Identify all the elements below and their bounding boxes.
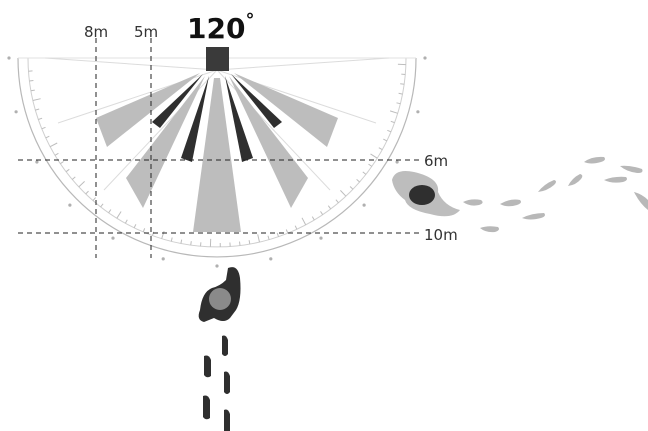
angle-value: 120: [187, 12, 245, 45]
arc-dot: [35, 160, 39, 164]
footprints-right: [463, 156, 648, 233]
arc-tick: [180, 239, 183, 244]
arc-tick: [400, 83, 405, 85]
arc-tick: [396, 102, 401, 105]
arc-tick: [92, 197, 96, 201]
arc-tick: [41, 126, 46, 130]
arc-tick: [45, 135, 50, 139]
arc-tick: [133, 224, 137, 229]
beam-dark-left-outer: [152, 74, 203, 128]
arc-tick: [311, 216, 315, 221]
arc-ticks: [28, 63, 406, 248]
arc-dot: [395, 160, 399, 164]
motion-sensor-icon: [206, 47, 229, 71]
arc-dot: [362, 203, 366, 207]
arc-tick: [49, 142, 58, 148]
arc-tick: [257, 234, 260, 243]
arc-tick: [35, 108, 40, 111]
arc-dot: [14, 110, 18, 114]
label-5m: 5m: [134, 23, 158, 41]
arc-tick: [116, 211, 122, 219]
arc-tick: [108, 209, 112, 214]
arc-tick: [327, 205, 332, 210]
arc-tick: [383, 138, 388, 142]
arc-tick: [378, 147, 383, 151]
arc-tick: [267, 235, 270, 240]
arc-tick: [320, 211, 324, 215]
detection-beams: [96, 73, 338, 232]
arc-dot: [269, 257, 273, 261]
arc-tick: [54, 152, 59, 156]
label-8m: 8m: [84, 23, 108, 41]
arc-dot: [319, 236, 323, 240]
arc-dot: [423, 56, 427, 60]
arc-tick: [65, 168, 70, 173]
beam-outer-right: [234, 73, 338, 147]
arc-tick: [239, 241, 241, 246]
arc-dots: [7, 56, 427, 268]
arc-tick: [349, 186, 354, 190]
arc-tick: [170, 237, 173, 242]
arc-tick: [285, 229, 289, 234]
arc-tick: [335, 199, 339, 204]
walker-right: [392, 156, 648, 233]
arc-tick: [78, 181, 85, 188]
arc-tick: [398, 92, 403, 95]
beam-dark-right-inner: [225, 76, 253, 162]
arc-tick: [390, 120, 395, 124]
person-topdown-icon: [209, 288, 231, 310]
arc-tick: [276, 232, 279, 237]
beam-mid-right: [229, 76, 308, 208]
distance-guides: [18, 38, 422, 258]
arc-tick: [356, 179, 360, 183]
arc-tick: [85, 190, 89, 195]
arc-tick: [190, 241, 192, 246]
arc-dot: [416, 110, 420, 114]
arc-tick: [370, 153, 378, 159]
arc-tick: [301, 217, 307, 226]
label-6m: 6m: [424, 152, 448, 170]
arc-tick: [362, 171, 367, 175]
arc-tick: [38, 117, 43, 120]
beam-dark-left-inner: [181, 76, 209, 162]
arc-tick: [294, 225, 298, 230]
arc-tick: [368, 163, 373, 167]
arc-dot: [68, 203, 72, 207]
arc-dot: [215, 264, 219, 268]
arc-dot: [7, 56, 11, 60]
arc-tick: [387, 129, 392, 133]
footprints-bottom: [203, 335, 230, 431]
inner-arc: [27, 57, 407, 248]
outer-arc: [17, 57, 417, 258]
arc-tick: [151, 231, 155, 236]
arc-dot: [111, 236, 115, 240]
arc-tick: [124, 219, 128, 224]
walker-bottom: [198, 267, 241, 431]
beam-mid-left: [126, 76, 205, 208]
arc-tick: [161, 230, 165, 239]
arc-tick: [71, 176, 76, 180]
arc-dot: [161, 257, 165, 261]
arc-tick: [32, 98, 41, 101]
arc-tick: [389, 110, 398, 114]
beam-center: [193, 78, 241, 232]
arc-tick: [30, 89, 35, 92]
arc-tick: [100, 203, 104, 208]
arc-tick: [142, 228, 146, 233]
arc-tick: [340, 190, 347, 197]
beam-outer-left: [96, 73, 200, 147]
angle-title: 120°: [187, 10, 254, 45]
arc-tick: [29, 80, 34, 82]
beam-dark-right-outer: [231, 74, 282, 128]
angle-degree: °: [245, 10, 254, 31]
label-10m: 10m: [424, 226, 458, 244]
arc-tick: [248, 240, 251, 245]
person-head-icon: [409, 185, 435, 205]
arc-tick: [60, 161, 64, 165]
